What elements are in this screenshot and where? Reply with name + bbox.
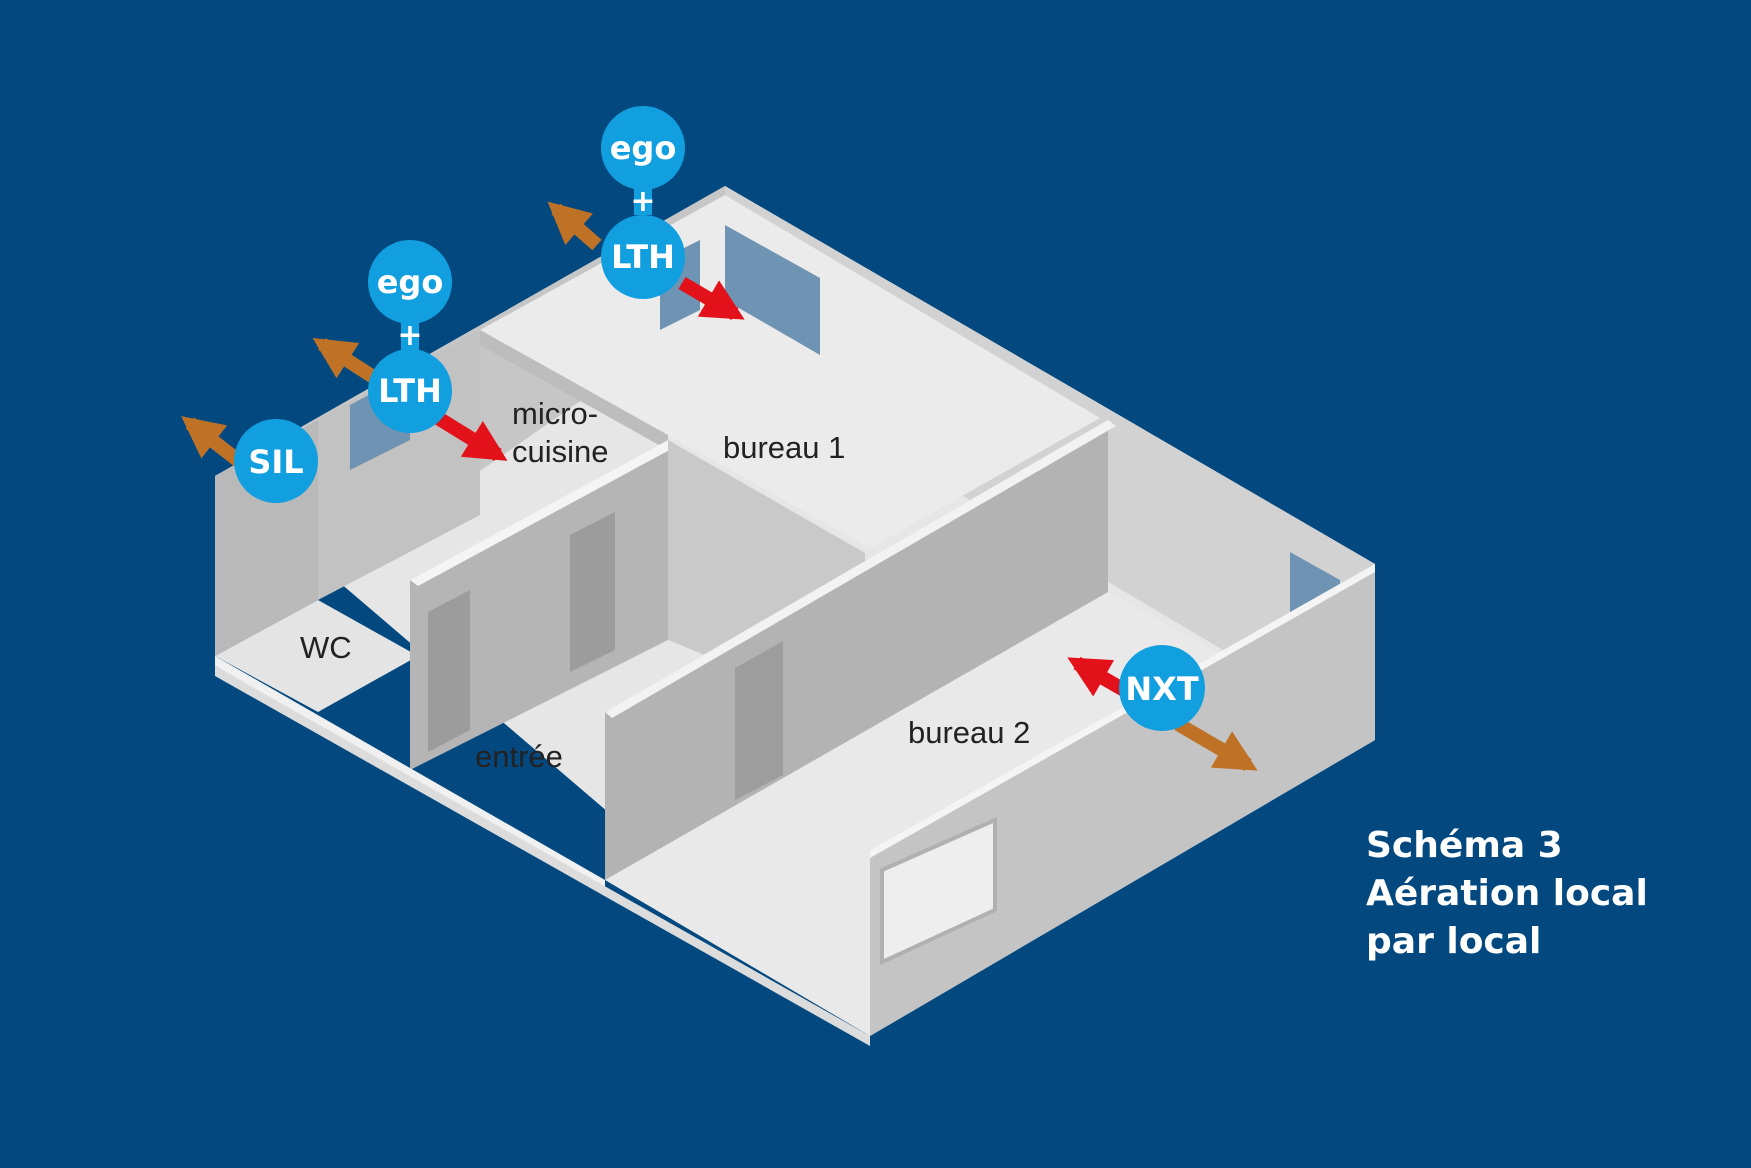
front-right-wall bbox=[870, 564, 1375, 1036]
unit-lth-b-bubble bbox=[601, 215, 685, 299]
unit-nxt: NXT bbox=[1119, 645, 1205, 731]
exhaust-arrow-lth-a bbox=[312, 337, 382, 386]
caption-line-1: Schéma 3 bbox=[1366, 825, 1563, 866]
door-2 bbox=[570, 512, 615, 672]
caption-line-3: par local bbox=[1366, 921, 1542, 962]
unit-nxt-label: NXT bbox=[1125, 670, 1198, 708]
bureau1-window bbox=[725, 225, 820, 355]
unit-sil-label: SIL bbox=[248, 443, 303, 481]
diagram-caption: Schéma 3 Aération local par local bbox=[1366, 822, 1648, 966]
wc-floor bbox=[215, 600, 418, 712]
unit-lth-a-label: LTH bbox=[378, 372, 442, 410]
entree-top-face bbox=[410, 440, 675, 586]
front-left-edge bbox=[215, 666, 870, 1046]
exhaust-arrow-sil bbox=[181, 416, 245, 468]
room-label-bureau2: bureau 2 bbox=[908, 715, 1030, 750]
bureau2-back-wall bbox=[605, 420, 1108, 880]
bureau2-back-wall-top bbox=[605, 420, 1116, 718]
room-label-entree: entrée bbox=[475, 739, 563, 774]
front-right-wall-top bbox=[870, 564, 1375, 858]
unit-sil-bubble bbox=[234, 419, 318, 503]
partition-micro-bureau1 bbox=[480, 330, 668, 450]
unit-ego-a-bubble bbox=[368, 240, 452, 324]
room-label-wc: WC bbox=[300, 630, 352, 665]
caption-line-2: Aération local bbox=[1366, 873, 1648, 914]
unit-nxt-bubble bbox=[1119, 645, 1205, 731]
door-1 bbox=[428, 590, 470, 752]
supply-arrow-lth-b bbox=[678, 276, 745, 321]
bureau2-front-window bbox=[880, 816, 997, 966]
exhaust-arrow-nxt bbox=[1174, 717, 1258, 772]
unit-ego-lth-b: ego + LTH bbox=[601, 106, 685, 299]
unit-lth-a-bubble bbox=[368, 349, 452, 433]
exhaust-arrow-lth-b bbox=[547, 201, 602, 251]
room-label-micro-line1: micro- bbox=[512, 396, 598, 431]
supply-arrow-lth-a bbox=[434, 412, 508, 461]
room-label-bureau1: bureau 1 bbox=[723, 430, 845, 465]
unit-plus-a: + bbox=[397, 318, 422, 353]
door-4 bbox=[735, 641, 783, 800]
unit-ego-a-label: ego bbox=[377, 263, 444, 301]
unit-sil: SIL bbox=[234, 419, 318, 503]
airflow-arrows bbox=[181, 201, 1258, 772]
unit-ego-b-bubble bbox=[601, 106, 685, 190]
unit-lth-b-label: LTH bbox=[611, 238, 675, 276]
unit-ego-lth-a: ego + LTH bbox=[368, 240, 452, 433]
room-label-micro-line2: cuisine bbox=[512, 434, 609, 469]
unit-plus-b: + bbox=[630, 184, 655, 219]
unit-ego-b-label: ego bbox=[610, 129, 677, 167]
